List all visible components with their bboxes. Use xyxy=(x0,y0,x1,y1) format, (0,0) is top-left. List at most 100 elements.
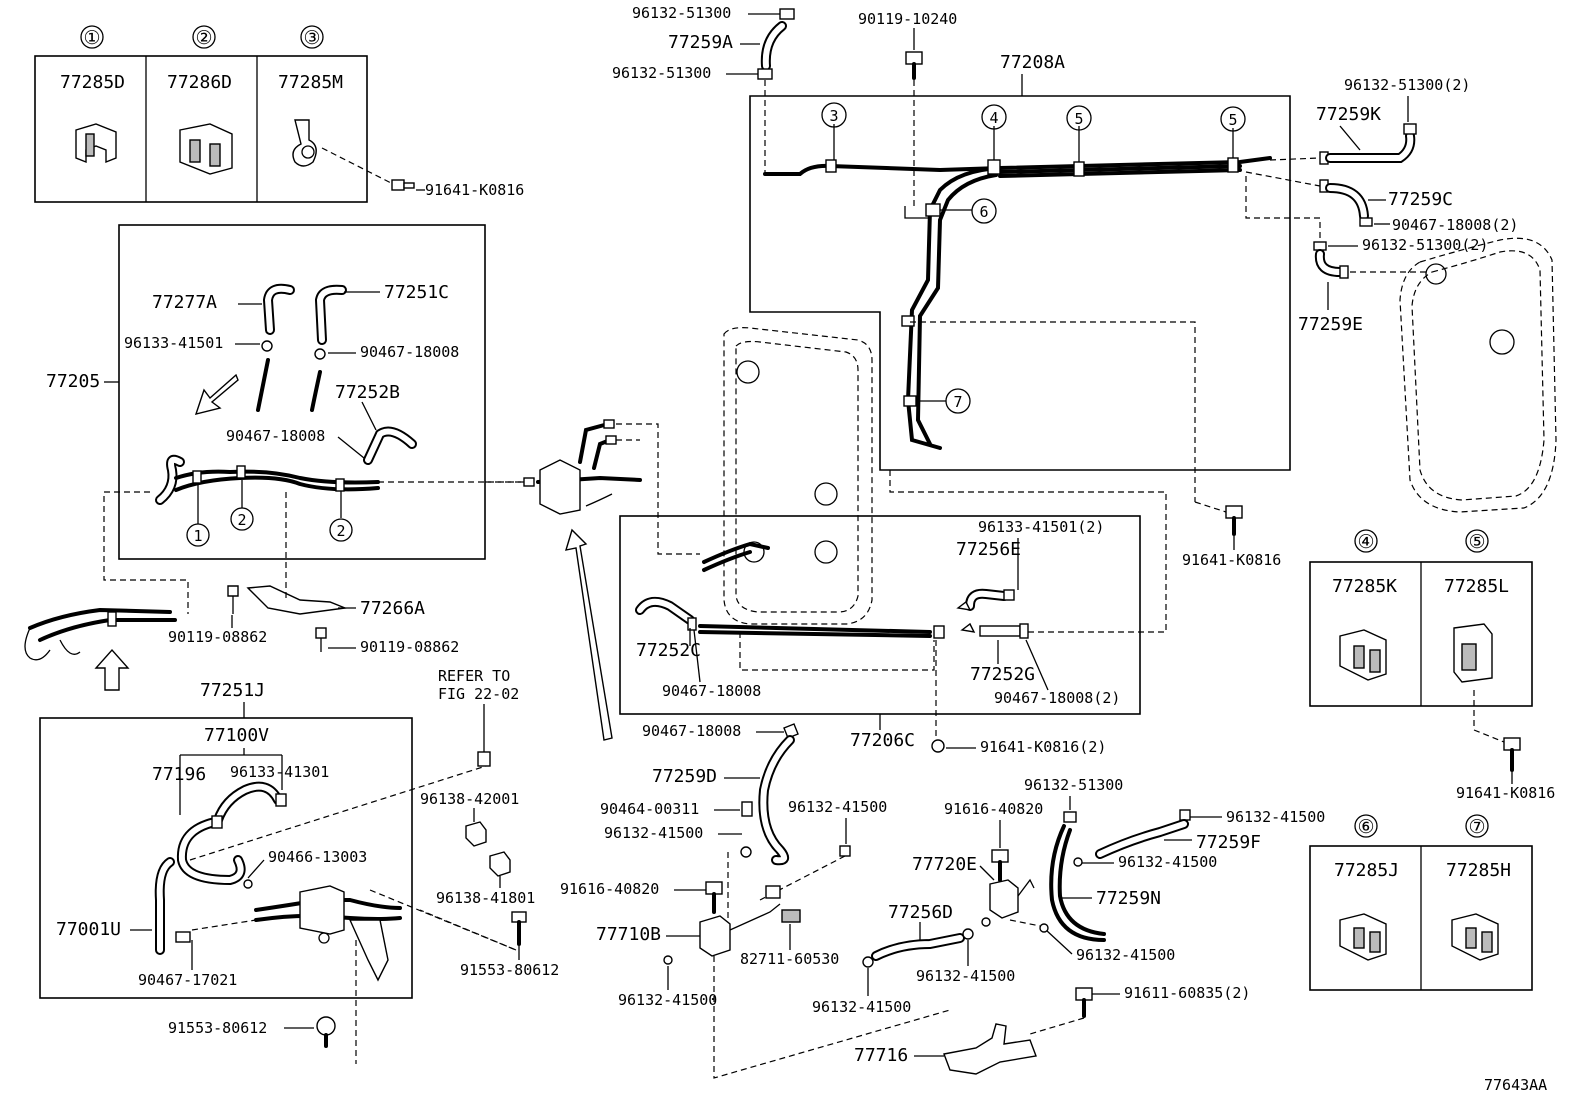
clip-legend-mid-right: ④ ⑤ 77285K 77285L xyxy=(1309,529,1533,707)
label-96132-41500-a[interactable]: 96132-41500 xyxy=(604,824,703,842)
label-90467-18008-b[interactable]: 90467-18008 xyxy=(226,427,325,445)
label-96132-51300-2a[interactable]: 96132-51300(2) xyxy=(1344,76,1470,94)
label-91616-40820-b[interactable]: 91616-40820 xyxy=(944,800,1043,818)
pipe-assembly-left-icon xyxy=(24,491,189,691)
bolt-91616-40820-b-icon xyxy=(991,849,1009,882)
label-90464-00311[interactable]: 90464-00311 xyxy=(600,800,699,818)
label-77716[interactable]: 77716 xyxy=(854,1045,908,1066)
label-77001U[interactable]: 77001U xyxy=(56,919,121,940)
bolt-91641-K0816-2-icon xyxy=(931,739,945,753)
label-90467-17021[interactable]: 90467-17021 xyxy=(138,971,237,989)
label-77206C[interactable]: 77206C xyxy=(850,730,915,751)
label-77720E[interactable]: 77720E xyxy=(912,854,977,875)
label-90119-08862-b[interactable]: 90119-08862 xyxy=(360,638,459,656)
bubble-5a: 5 xyxy=(1074,110,1083,128)
label-77259F[interactable]: 77259F xyxy=(1196,832,1261,853)
label-77266A[interactable]: 77266A xyxy=(360,598,425,619)
hose-77251C-icon xyxy=(310,284,347,412)
label-77251C[interactable]: 77251C xyxy=(384,282,449,303)
label-91611-60835-2[interactable]: 91611-60835(2) xyxy=(1124,984,1250,1002)
bubble-1: 1 xyxy=(193,527,202,545)
label-90466-13003[interactable]: 90466-13003 xyxy=(268,848,367,866)
label-96132-51300-2b[interactable]: 96132-51300(2) xyxy=(1362,236,1488,254)
clip-legend-part-3[interactable]: 77285M xyxy=(278,72,343,93)
label-90467-18008-2b[interactable]: 90467-18008(2) xyxy=(994,689,1120,707)
bubble-2a: 2 xyxy=(237,511,246,529)
label-96132-51300-b[interactable]: 96132-51300 xyxy=(612,64,711,82)
clip-legend-part-5[interactable]: 77285L xyxy=(1444,576,1509,597)
clip-77285D-icon xyxy=(75,123,117,164)
bubble-2b: 2 xyxy=(336,522,345,540)
label-91641-K0816-a[interactable]: 91641-K0816 xyxy=(1456,784,1555,802)
label-96133-41501[interactable]: 96133-41501 xyxy=(124,334,223,352)
label-96133-41301[interactable]: 96133-41301 xyxy=(230,763,329,781)
label-96132-51300-top[interactable]: 96132-51300 xyxy=(632,4,731,22)
label-90119-08862-a[interactable]: 90119-08862 xyxy=(168,628,267,646)
vsv-77720E-icon xyxy=(981,878,1035,927)
label-91553-80612-a[interactable]: 91553-80612 xyxy=(460,961,559,979)
clip-legend-top: ① ② ③ 77285D 77286D 77285M 91641-K0816 xyxy=(34,25,524,203)
hose-77277A-icon xyxy=(256,283,295,412)
label-96132-41500-h[interactable]: 96132-41500 xyxy=(916,967,1015,985)
label-96132-41500-i[interactable]: 96132-41500 xyxy=(812,998,911,1016)
label-77259D[interactable]: 77259D xyxy=(652,766,717,787)
clip-legend-part-6[interactable]: 77285J xyxy=(1334,860,1399,881)
label-90467-18008-d[interactable]: 90467-18008 xyxy=(642,722,741,740)
label-90467-18008-2a[interactable]: 90467-18008(2) xyxy=(1392,216,1518,234)
vsv-77710B-icon xyxy=(699,885,801,957)
label-91641-K0816-c[interactable]: 91641-K0816 xyxy=(1182,551,1281,569)
label-77252B[interactable]: 77252B xyxy=(335,382,400,403)
assembly-77206C: 96133-41501(2) 77256E 77252C 90467-18008… xyxy=(619,470,1167,715)
bubble-6: 6 xyxy=(979,203,988,221)
label-77205[interactable]: 77205 xyxy=(46,371,100,392)
label-91641-K0816-a[interactable]: 91641-K0816 xyxy=(425,181,524,199)
direction-arrow-icon xyxy=(194,373,239,415)
clip-legend-part-1[interactable]: 77285D xyxy=(60,72,125,93)
bolt-91641-K0816-d-icon xyxy=(1503,737,1521,772)
label-90119-10240[interactable]: 90119-10240 xyxy=(858,10,957,28)
pipe-77205-icon xyxy=(155,454,380,505)
label-96132-41500-b[interactable]: 96132-41500 xyxy=(788,798,887,816)
clip-legend-num-7: ⑦ xyxy=(1468,816,1485,838)
bolt-90119-10240-icon xyxy=(905,51,923,80)
bubble-5b: 5 xyxy=(1228,111,1237,129)
label-90467-18008-a[interactable]: 90467-18008 xyxy=(360,343,459,361)
label-77251J[interactable]: 77251J xyxy=(200,680,265,701)
label-77196[interactable]: 77196 xyxy=(152,764,206,785)
clip-legend-part-4[interactable]: 77285K xyxy=(1332,576,1397,597)
label-96132-41500-f[interactable]: 96132-41500 xyxy=(1118,853,1217,871)
label-77208A[interactable]: 77208A xyxy=(1000,52,1065,73)
clip-legend-bottom-right: ⑥ ⑦ 77285J 77285H xyxy=(1309,814,1533,991)
label-90467-18008-c[interactable]: 90467-18008 xyxy=(662,682,761,700)
label-91616-40820-a[interactable]: 91616-40820 xyxy=(560,880,659,898)
label-77710B[interactable]: 77710B xyxy=(596,924,661,945)
clip-legend-part-2[interactable]: 77286D xyxy=(167,72,232,93)
label-77259N[interactable]: 77259N xyxy=(1096,888,1161,909)
valve-assembly-icon xyxy=(254,885,402,982)
label-77259K[interactable]: 77259K xyxy=(1316,104,1381,125)
label-77259A[interactable]: 77259A xyxy=(668,32,733,53)
label-96133-41501-2[interactable]: 96133-41501(2) xyxy=(978,518,1104,536)
label-91641-K0816-2[interactable]: 91641-K0816(2) xyxy=(980,738,1106,756)
label-96132-51300-c[interactable]: 96132-51300 xyxy=(1024,776,1123,794)
label-96132-41500-g[interactable]: 96132-41500 xyxy=(1076,946,1175,964)
label-96132-41500-c[interactable]: 96132-41500 xyxy=(618,991,717,1009)
clip-legend-part-7[interactable]: 77285H xyxy=(1446,860,1511,881)
label-77259C[interactable]: 77259C xyxy=(1388,189,1453,210)
label-77277A[interactable]: 77277A xyxy=(152,292,217,313)
clip-77285M-icon xyxy=(292,119,317,167)
label-96132-41500-e[interactable]: 96132-41500 xyxy=(1226,808,1325,826)
assembly-77251J: 77251J 77100V 77196 96133-41301 90466-13… xyxy=(39,680,487,999)
label-96138-41801[interactable]: 96138-41801 xyxy=(436,889,535,907)
label-77100V[interactable]: 77100V xyxy=(204,725,269,746)
label-77256D[interactable]: 77256D xyxy=(888,902,953,923)
label-77252G[interactable]: 77252G xyxy=(970,664,1035,685)
label-77252C[interactable]: 77252C xyxy=(636,640,701,661)
label-96138-42001[interactable]: 96138-42001 xyxy=(420,790,519,808)
label-82711-60530[interactable]: 82711-60530 xyxy=(740,950,839,968)
label-91553-80612-b[interactable]: 91553-80612 xyxy=(168,1019,267,1037)
clip-77285J-icon xyxy=(1339,913,1387,961)
label-77256E[interactable]: 77256E xyxy=(956,539,1021,560)
clip-legend-num-5: ⑤ xyxy=(1468,531,1485,553)
label-77259E[interactable]: 77259E xyxy=(1298,314,1363,335)
